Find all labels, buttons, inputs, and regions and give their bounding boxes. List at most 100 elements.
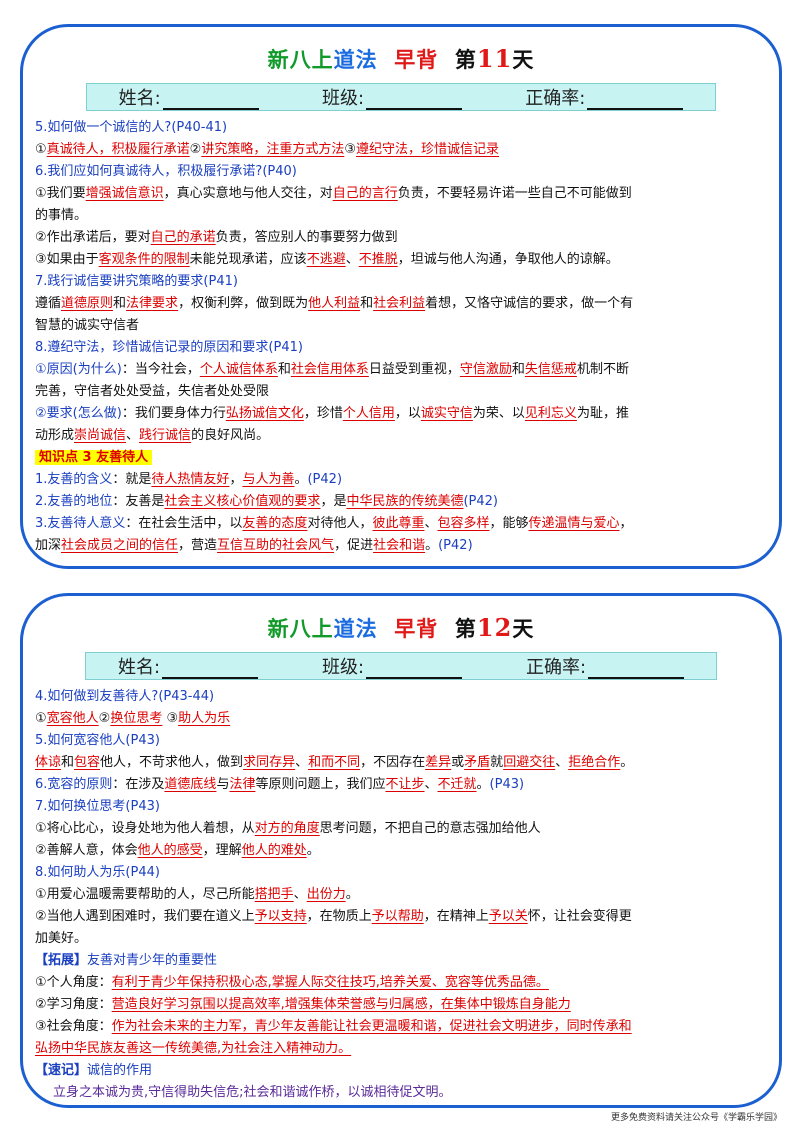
content-line: ②学习角度：营造良好学习氛围以提高效率,增强集体荣誉感与归属感，在集体中锻炼自身…	[35, 994, 767, 1016]
content-line: ①个人角度：有利于青少年保持积极心态,掌握人际交往技巧,培养关爱、宽容等优秀品德…	[35, 972, 767, 994]
key-answer: 助人为乐	[178, 711, 231, 726]
text-segment: 、	[345, 252, 359, 267]
content-line: 8.遵纪守法，珍惜诚信记录的原因和要求(P41)	[35, 337, 767, 359]
content-line: 弘扬中华民族友善这一传统美德,为社会注入精神动力。	[35, 1038, 767, 1060]
text-segment: 机制不断	[576, 362, 629, 377]
key-answer: 增强诚信意识	[85, 186, 164, 201]
key-answer: 和而不同	[308, 755, 361, 770]
question-text: 8.遵纪守法，珍惜诚信记录的原因和要求	[35, 340, 269, 355]
key-answer: 不迁就	[437, 777, 477, 792]
key-answer: 诚实守信	[420, 406, 473, 421]
question-text: 5.如何宽容他人	[35, 733, 126, 748]
text-segment: ：友善是	[112, 494, 165, 509]
text-segment: 。	[425, 538, 439, 553]
text-segment: ：我们要身体力行	[121, 406, 226, 421]
key-answer: 待人热情友好	[151, 472, 230, 487]
title-grade: 新八上	[267, 617, 334, 641]
text-segment: ①个人角度：	[35, 975, 112, 990]
text-segment: ：当今社会，	[121, 362, 200, 377]
content-line: 完善，守信者处处受益，失信者处处受限	[35, 381, 767, 403]
question-text: 4.如何做到友善待人?	[35, 689, 159, 704]
content-line: 加美好。	[35, 928, 767, 950]
text-segment: 【速记】	[35, 1063, 88, 1078]
question-text: (P43)	[489, 777, 525, 792]
key-answer: 矛盾	[464, 755, 491, 770]
title-memorize: 早背	[394, 48, 439, 72]
question-text: (P41)	[203, 274, 238, 289]
text-segment: 。	[294, 472, 308, 487]
name-field[interactable]: 姓名:	[118, 653, 259, 679]
question-text: 6.宽容的原则	[35, 777, 113, 792]
title-tian: 天	[512, 47, 535, 72]
question-text: 1.友善的含义	[35, 472, 113, 487]
key-answer: 回避交往	[503, 755, 556, 770]
text-segment: 和	[360, 296, 374, 311]
key-answer: 道德原则	[61, 296, 114, 311]
text-segment: 日益受到重视，	[368, 362, 460, 377]
text-segment: 智慧的诚实守信者	[35, 318, 140, 333]
content-line: 4.如何做到友善待人?(P43-44)	[35, 686, 767, 708]
text-segment: ①我们要	[35, 186, 86, 201]
question-text: 6.我们应如何真诚待人，积极履行承诺?	[35, 164, 263, 179]
text-segment: ，在物质上	[306, 909, 372, 924]
content-line: ①原因(为什么)：当今社会，个人诚信体系和社会信用体系日益受到重视，守信激励和失…	[35, 359, 767, 381]
key-answer: 友善的态度	[242, 516, 308, 531]
key-answer: 作为社会未来的主力军，青少年友善能让社会更温暖和谐，促进社会文明进步，同时传承和	[111, 1019, 632, 1034]
text-segment: ，在精神上	[423, 909, 489, 924]
text-segment: 遵循	[35, 296, 62, 311]
class-field[interactable]: 班级:	[322, 653, 463, 679]
text-segment: ，以	[394, 406, 421, 421]
title-day-number: 11	[476, 44, 513, 73]
content-line: 2.友善的地位：友善是社会主义核心价值观的要求，是中华民族的传统美德(P42)	[35, 491, 767, 513]
text-segment: 、	[295, 755, 309, 770]
text-segment: 。	[306, 843, 320, 858]
text-segment: 负责，答应别人的事要努力做到	[215, 230, 398, 245]
text-segment: 。	[620, 755, 634, 770]
content-line: 立身之本诚为贵,守信得助失信危;社会和谐诚作桥，以诚相待促文明。	[35, 1082, 767, 1104]
content-line: 1.友善的含义：就是待人热情友好，与人为善。(P42)	[35, 469, 767, 491]
text-segment: ②学习角度：	[35, 997, 112, 1012]
text-segment: 对待他人，	[307, 516, 373, 531]
text-segment: 加深	[35, 538, 62, 553]
key-answer: 与人为善	[242, 472, 295, 487]
text-segment: 和	[61, 755, 75, 770]
text-segment: ，珍惜	[303, 406, 343, 421]
key-answer: 真诚待人，积极履行承诺	[46, 142, 190, 157]
card-title: 新八上道法 早背 第12天	[23, 610, 779, 646]
text-segment: 、	[293, 887, 307, 902]
content-line: ③社会角度：作为社会未来的主力军，青少年友善能让社会更温暖和谐，促进社会文明进步…	[35, 1016, 767, 1038]
text-segment: ，	[619, 516, 633, 531]
text-segment: ：就是	[112, 472, 152, 487]
key-answer: 中华民族的传统美德	[346, 494, 464, 509]
key-answer: 予以帮助	[371, 909, 424, 924]
content-line: 加深社会成员之间的信任，营造互信互助的社会风气，促进社会和谐。(P42)	[35, 535, 767, 557]
text-segment: 、	[555, 755, 569, 770]
name-field[interactable]: 姓名:	[119, 84, 259, 110]
text-segment: ，促进	[334, 538, 374, 553]
text-segment: 加美好。	[35, 931, 88, 946]
text-segment: 知识点 3 友善待人	[35, 450, 153, 465]
question-text: (P43-44)	[158, 689, 215, 704]
text-segment: 负责，不要轻易许诺一些自己不可能做到	[397, 186, 632, 201]
question-text: 友善对青少年的重要性	[87, 953, 218, 968]
text-segment: 与	[216, 777, 230, 792]
key-answer: 有利于青少年保持积极心态,掌握人际交往技巧,培养关爱、宽容等优秀品德。	[111, 975, 549, 990]
content-line: 7.践行诚信要讲究策略的要求(P41)	[35, 271, 767, 293]
text-segment: 思考问题，不把自己的意志强加给他人	[319, 821, 541, 836]
score-field[interactable]: 正确率:	[526, 653, 685, 679]
class-field[interactable]: 班级:	[322, 84, 463, 110]
content-line: 6.宽容的原则：在涉及道德底线与法律等原则问题上，我们应不让步、不迁就。(P43…	[35, 774, 767, 796]
score-field[interactable]: 正确率:	[525, 84, 684, 110]
content-line: 体谅和包容他人，不苛求他人，做到求同存异、和而不同，不因存在差异或矛盾就回避交往…	[35, 752, 767, 774]
card-content: 5.如何做一个诚信的人?(P40-41)①真诚待人，积极履行承诺②讲究策略，注重…	[23, 111, 779, 557]
key-answer: 差异	[425, 755, 452, 770]
key-answer: 客观条件的限制	[98, 252, 190, 267]
text-segment: 。	[476, 777, 490, 792]
title-memorize: 早背	[394, 617, 439, 641]
content-line: 7.如何换位思考(P43)	[35, 796, 767, 818]
text-segment: 【拓展】	[35, 953, 88, 968]
content-line: ①真诚待人，积极履行承诺②讲究策略，注重方式方法③遵纪守法，珍惜诚信记录	[35, 139, 767, 161]
text-segment: 。	[345, 887, 359, 902]
key-answer: 包容	[74, 755, 101, 770]
